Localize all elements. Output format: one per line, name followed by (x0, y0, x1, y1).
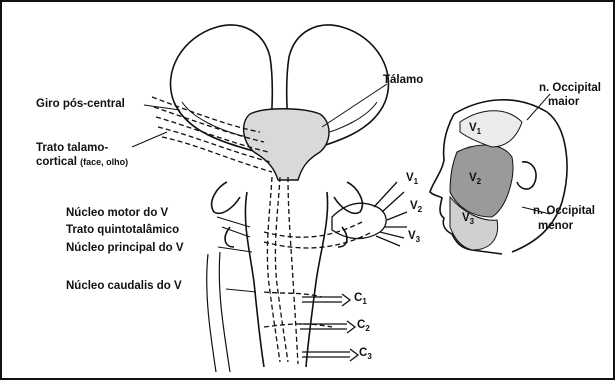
label-trato-talamo-cortical-word: cortical (36, 156, 77, 168)
label-nucleo-caudalis: Núcleo caudalis do V (66, 280, 182, 293)
label-nucleo-principal: Núcleo principal do V (66, 242, 184, 255)
face-label-v3: V3 (462, 212, 474, 227)
label-n-occipital-menor-line1: n. Occipital (533, 205, 595, 218)
label-v3: V3 (408, 230, 420, 245)
face-label-v1: V1 (469, 122, 481, 137)
thalamus-shape (244, 109, 329, 180)
trigeminal-ganglion (332, 203, 386, 238)
label-trato-talamo-cortical-line1: Trato talamo- (36, 142, 108, 155)
label-c2: C2 (357, 319, 370, 334)
label-giro-pos-central: Giro pós-central (36, 98, 125, 111)
label-c3: C3 (359, 347, 372, 362)
label-trato-quintotalamico: Trato quintotalâmico (66, 224, 179, 237)
brainstem-right (306, 192, 328, 367)
label-nucleo-motor: Núcleo motor do V (66, 207, 168, 220)
face-label-v2: V2 (469, 172, 481, 187)
label-trato-talamo-cortical-note: (face, olho) (80, 157, 128, 167)
label-trato-talamo-cortical-line2: cortical (face, olho) (36, 156, 128, 169)
brainstem-left (245, 192, 264, 367)
label-talamo: Tálamo (383, 74, 423, 87)
label-n-occipital-menor-line2: menor (538, 220, 573, 233)
label-v1: V1 (406, 172, 418, 187)
label-n-occipital-maior-line2: maior (548, 96, 579, 109)
label-c1: C1 (354, 292, 367, 307)
label-v2: V2 (410, 200, 422, 215)
label-n-occipital-maior-line1: n. Occipital (539, 82, 601, 95)
